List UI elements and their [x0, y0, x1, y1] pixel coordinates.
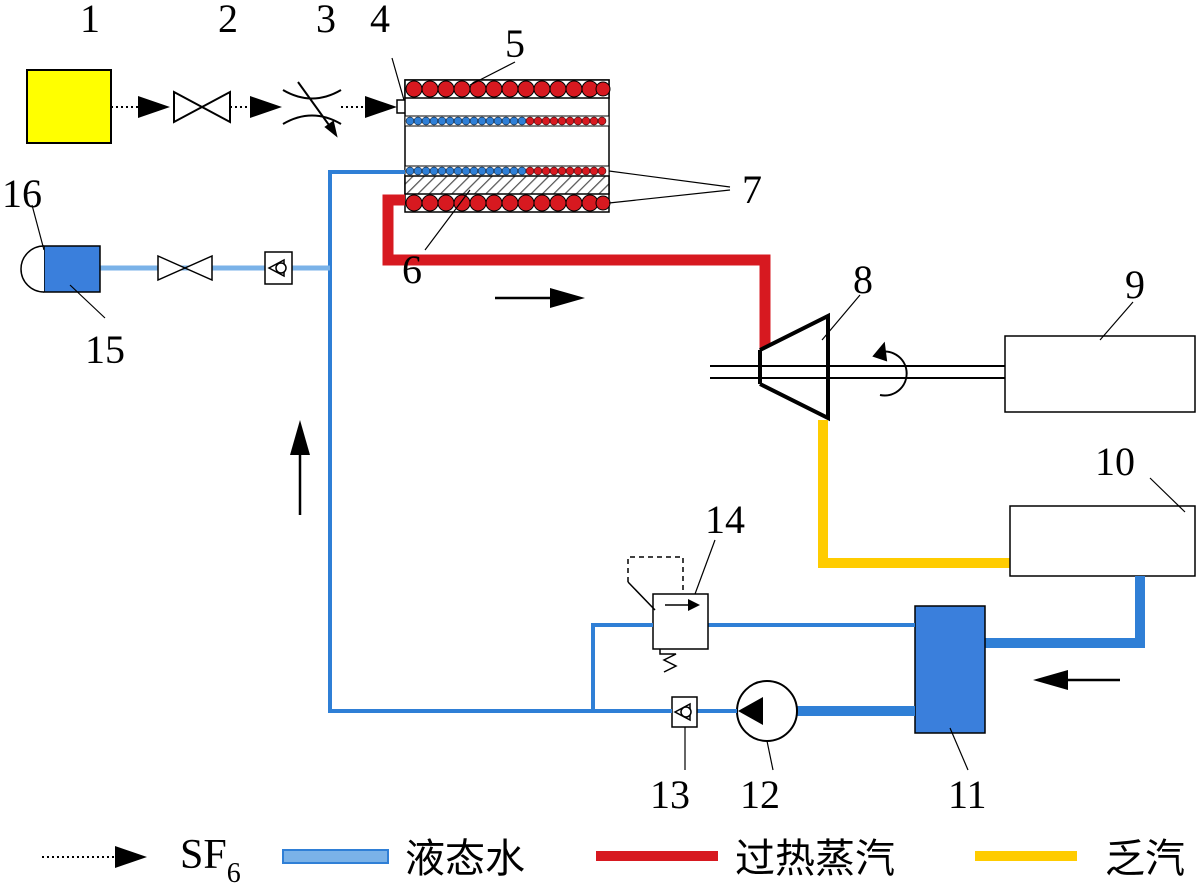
- exhaust-steam-pipe: [818, 420, 1010, 568]
- label-14: 14: [705, 497, 745, 542]
- legend-water-swatch: [282, 849, 389, 864]
- flow-arrow-up-head: [290, 420, 310, 455]
- label-2: 2: [218, 0, 238, 41]
- sf6-arrow-1: [138, 96, 170, 118]
- label-7: 7: [742, 167, 762, 212]
- sf6-valve-icon: [173, 90, 231, 124]
- relief-to-main-pipe: [591, 623, 653, 711]
- outer-coil-top: [405, 80, 611, 98]
- leader-6: [424, 189, 471, 251]
- label-9: 9: [1125, 262, 1145, 307]
- accumulator-valve-icon: [157, 254, 213, 282]
- label-13: 13: [650, 772, 690, 817]
- leader-8: [821, 294, 861, 341]
- rotation-arrow-icon: [872, 341, 908, 397]
- flow-arrow-left-head: [1033, 670, 1068, 690]
- inner-coil-top: [404, 115, 610, 127]
- insulation-layer: [404, 175, 610, 195]
- condenser-box: [1009, 505, 1196, 577]
- boiler-assembly: [404, 79, 611, 213]
- check-valve-13-icon: [671, 696, 698, 728]
- leader-7b: [608, 189, 731, 204]
- legend-sf6-arrow: [115, 846, 147, 868]
- legend-steam-label: 过热蒸汽: [735, 836, 895, 882]
- label-4: 4: [370, 0, 390, 41]
- superheated-steam-pipe: [382, 194, 771, 352]
- turbine-icon: [710, 312, 1005, 422]
- legend-sf6-label: SF6: [180, 832, 241, 889]
- label-3: 3: [316, 0, 336, 41]
- leader-12: [766, 740, 774, 771]
- accumulator-check-valve-icon: [264, 251, 293, 285]
- label-15: 15: [85, 327, 125, 372]
- leader-11: [949, 727, 969, 771]
- label-16: 16: [2, 171, 42, 216]
- feed-water-pipe: [328, 170, 672, 713]
- throttle-orifice-icon: [282, 81, 342, 138]
- label-10: 10: [1095, 439, 1135, 484]
- inner-coil-bottom: [404, 165, 610, 177]
- flow-arrow-right-head: [550, 288, 585, 308]
- leader-14: [694, 539, 716, 595]
- water-tank: [914, 605, 986, 734]
- legend-water-label: 液态水: [405, 836, 525, 882]
- sf6-tank: [26, 69, 112, 144]
- label-11: 11: [948, 772, 987, 817]
- label-1: 1: [80, 0, 100, 41]
- condensate-pipe: [985, 576, 1145, 648]
- sf6-arrow-3: [365, 96, 397, 118]
- leader-10: [1149, 477, 1186, 513]
- generator-box: [1004, 335, 1196, 413]
- leader-4: [391, 57, 405, 101]
- label-6: 6: [402, 247, 422, 292]
- relief-valve-icon: [627, 556, 709, 673]
- legend-exhaust-label: 乏汽: [1105, 836, 1185, 882]
- label-8: 8: [853, 257, 873, 302]
- leader-15: [69, 284, 106, 319]
- sf6-arrow-2: [250, 96, 282, 118]
- leader-9: [1099, 301, 1134, 341]
- leader-5: [469, 61, 516, 86]
- legend: SF6 液态水 过热蒸汽 乏汽: [42, 832, 1185, 889]
- outer-coil-bottom: [405, 194, 611, 212]
- leader-16: [31, 204, 45, 251]
- label-12: 12: [740, 772, 780, 817]
- label-5: 5: [505, 21, 525, 66]
- leader-7a: [608, 170, 731, 188]
- pump-icon: [736, 680, 798, 742]
- accumulator-icon: [20, 245, 101, 293]
